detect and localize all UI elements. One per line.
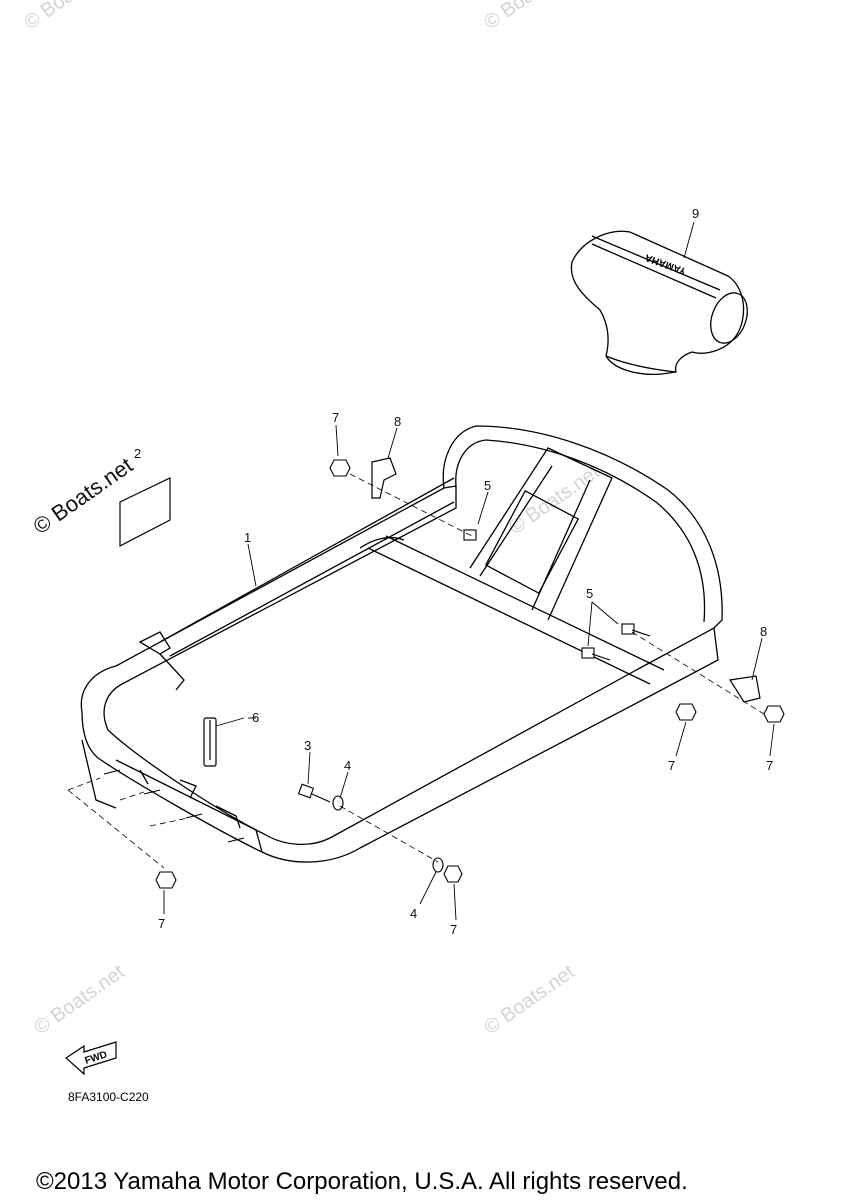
callout-2: 2 [134,446,141,461]
callout-5-right: 5 [586,586,593,601]
fasteners [103,459,785,889]
callout-4-bottom: 4 [410,906,417,921]
callout-8-right: 8 [760,624,767,639]
leader-lines [163,221,775,921]
copyright-notice: ©2013 Yamaha Motor Corporation, U.S.A. A… [36,1168,688,1195]
callout-7-bottom-left: 7 [158,916,165,931]
watermark-top-right: © Boats.net [480,0,579,34]
watermark-strong: © Boats.net [29,452,138,539]
callout-9: 9 [692,206,699,221]
callout-1: 1 [244,530,251,545]
callout-3: 3 [304,738,311,753]
frame-part [80,425,723,863]
alignment-lines [67,473,765,869]
callout-5-top: 5 [484,478,491,493]
callout-6: 6 [252,710,259,725]
callout-7-top: 7 [332,410,339,425]
seat-handle-part [570,230,748,376]
watermark-top-left: © Boats.net [20,0,119,34]
strap-part [203,717,217,767]
watermark-bottom-right: © Boats.net [480,961,579,1039]
diagram-code: 8FA3100-C220 [68,1090,149,1104]
decal-part [119,477,171,547]
fwd-arrow-icon: FWD [65,1041,117,1076]
callout-4-top: 4 [344,758,351,773]
callout-7-right-b: 7 [766,758,773,773]
callout-7-right-a: 7 [668,758,675,773]
callout-8-top: 8 [394,414,401,429]
clip-parts [371,457,761,703]
callout-7-bottom-right: 7 [450,922,457,937]
watermark-bottom-left: © Boats.net [30,961,129,1039]
